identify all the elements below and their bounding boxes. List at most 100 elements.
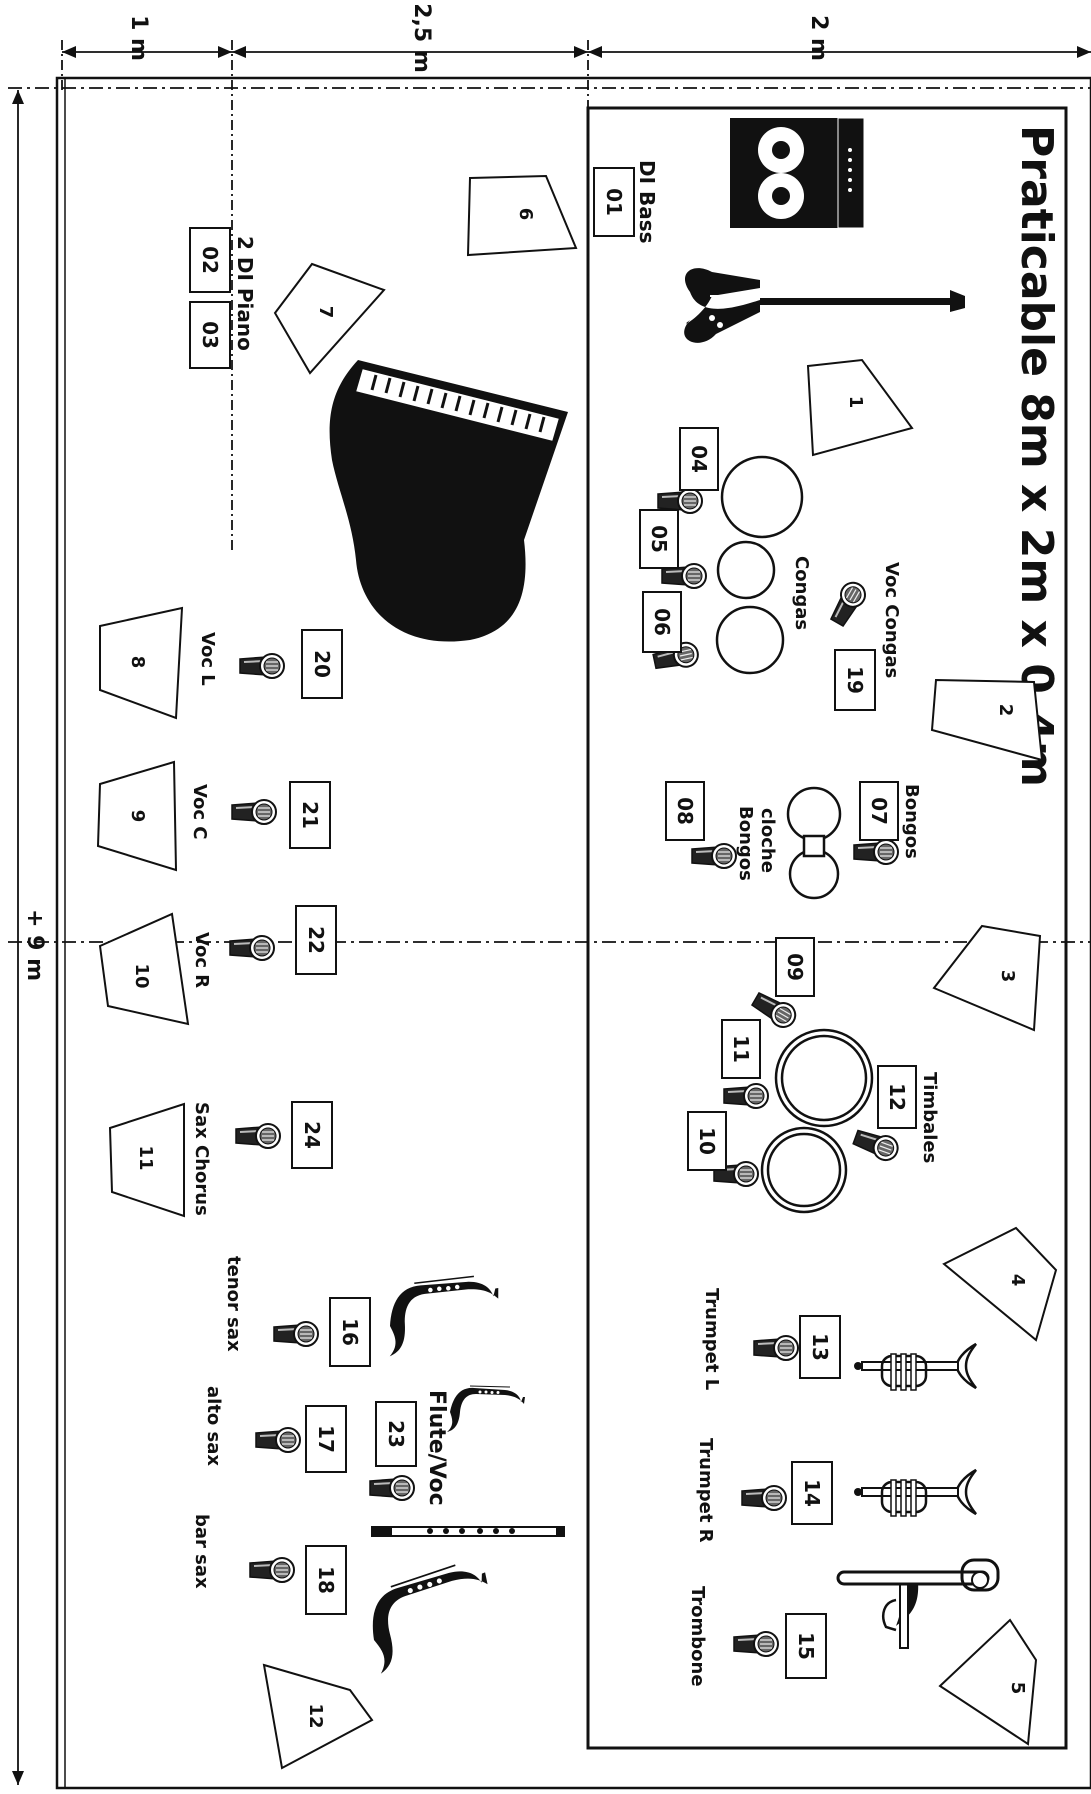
dim-label-1m: 1 m	[126, 15, 151, 61]
microphone-icon	[231, 799, 277, 825]
microphone-icon	[273, 1321, 319, 1347]
monitor-wedge-5: 5	[938, 1618, 1038, 1746]
monitor-wedge-9: 9	[96, 760, 178, 872]
input-box-12: 12	[877, 1065, 917, 1129]
stage-outline	[55, 76, 1091, 1790]
microphone-icon	[239, 653, 285, 679]
label-trombone: Trombone	[687, 1586, 708, 1687]
microphone-icon	[691, 843, 737, 869]
input-number-04: 04	[687, 445, 711, 473]
monitor-number-4: 4	[1007, 1274, 1028, 1287]
label-tenor-sax: tenor sax	[223, 1256, 244, 1352]
label-trumpet-r: Trumpet R	[695, 1438, 716, 1543]
monitor-wedge-6: 6	[466, 174, 578, 257]
di-bass-box: 01 DI Bass	[593, 160, 659, 244]
input-box-15: 15	[785, 1613, 827, 1679]
monitor-number-7: 7	[315, 306, 336, 319]
input-box-18: 18	[305, 1545, 347, 1615]
timbale-drum-icon	[760, 1028, 874, 1214]
input-number-01: 01	[602, 188, 626, 216]
monitor-wedge-7: 7	[273, 262, 386, 375]
bass-guitar-icon	[684, 268, 965, 343]
input-box-05: 05	[639, 509, 679, 569]
microphone-icon	[825, 577, 871, 630]
input-box-24: 24	[291, 1101, 333, 1169]
saxophone-icon	[446, 1385, 526, 1433]
input-number-11: 11	[729, 1035, 753, 1063]
input-box-07: 07	[859, 781, 899, 841]
input-number-07: 07	[867, 797, 891, 825]
label-congas: Congas	[791, 556, 812, 630]
label-timbales: Timbales	[919, 1072, 940, 1163]
monitor-number-2: 2	[995, 704, 1016, 717]
input-number-06: 06	[650, 608, 674, 636]
bongo-drum-icon	[786, 786, 842, 900]
input-number-19: 19	[843, 666, 867, 694]
input-box-08: 08	[665, 781, 705, 841]
input-box-09: 09	[775, 937, 815, 997]
input-box-21: 21	[289, 781, 331, 849]
input-number-21: 21	[298, 801, 322, 829]
input-number-08: 08	[673, 797, 697, 825]
flute-icon	[371, 1526, 565, 1537]
label-flute-voc: Flute/Voc	[424, 1390, 449, 1506]
microphone-icon	[369, 1475, 415, 1501]
label-di-bass: DI Bass	[635, 160, 659, 244]
input-number-02: 02	[198, 246, 222, 274]
label-voc-congas: Voc Congas	[881, 562, 902, 678]
monitor-number-3: 3	[997, 970, 1018, 983]
input-box-10: 10	[687, 1111, 727, 1171]
trumpet-icon	[852, 1468, 978, 1518]
monitor-wedge-2: 2	[930, 678, 1044, 762]
input-box-11: 11	[721, 1019, 761, 1079]
speaker-cabinet-icon	[730, 117, 865, 229]
input-box-23: 23	[375, 1401, 417, 1467]
input-number-16: 16	[338, 1318, 362, 1346]
input-number-17: 17	[314, 1425, 338, 1453]
monitor-wedge-8: 8	[99, 606, 184, 720]
input-box-19: 19	[834, 649, 876, 711]
microphone-icon	[853, 839, 899, 865]
microphone-icon	[249, 1557, 295, 1583]
monitor-wedge-3: 3	[932, 924, 1042, 1032]
label-alto-sax: alto sax	[203, 1386, 224, 1466]
monitor-number-11: 11	[135, 1145, 156, 1170]
input-number-05: 05	[647, 525, 671, 553]
input-box-17: 17	[305, 1405, 347, 1473]
microphone-icon	[229, 935, 275, 961]
dimension-arrows	[12, 46, 1091, 1785]
label-cloche: cloche	[757, 808, 778, 873]
trumpet-icon	[852, 1342, 978, 1392]
input-number-12: 12	[885, 1083, 909, 1111]
label-voc-c: Voc C	[189, 784, 210, 839]
input-box-16: 16	[329, 1297, 371, 1367]
microphone-icon	[723, 1083, 769, 1109]
label-bongos: Bongos	[901, 784, 922, 859]
input-number-09: 09	[783, 953, 807, 981]
input-box-06: 06	[642, 591, 682, 653]
monitor-wedge-4: 4	[942, 1226, 1058, 1342]
dim-label-9m: + 9 m	[22, 909, 47, 981]
monitor-number-10: 10	[131, 963, 152, 988]
microphone-icon	[741, 1485, 787, 1511]
label-trumpet-l: Trumpet L	[701, 1288, 722, 1390]
microphone-icon	[255, 1427, 301, 1453]
monitor-wedge-11: 11	[108, 1102, 185, 1218]
input-number-13: 13	[808, 1333, 832, 1361]
riser-title: Praticable 8m x 2m x 0,4m	[1011, 125, 1062, 787]
input-number-23: 23	[384, 1420, 408, 1448]
dim-label-2m: 2 m	[806, 15, 831, 61]
input-box-22: 22	[295, 905, 337, 975]
label-cloche-bongos: Bongos	[735, 806, 756, 881]
microphone-icon	[733, 1631, 779, 1657]
label-di-piano: 2 DI Piano	[233, 236, 257, 351]
saxophone-icon	[379, 1270, 507, 1358]
microphone-icon	[850, 1124, 903, 1165]
saxophone-icon	[353, 1554, 507, 1675]
label-bar-sax: bar sax	[191, 1514, 212, 1589]
input-number-18: 18	[314, 1566, 338, 1594]
di-piano-box-2: 03	[189, 301, 231, 369]
monitor-wedge-1: 1	[806, 358, 914, 457]
dimension-lines	[8, 40, 1091, 1785]
monitor-number-9: 9	[127, 810, 148, 823]
